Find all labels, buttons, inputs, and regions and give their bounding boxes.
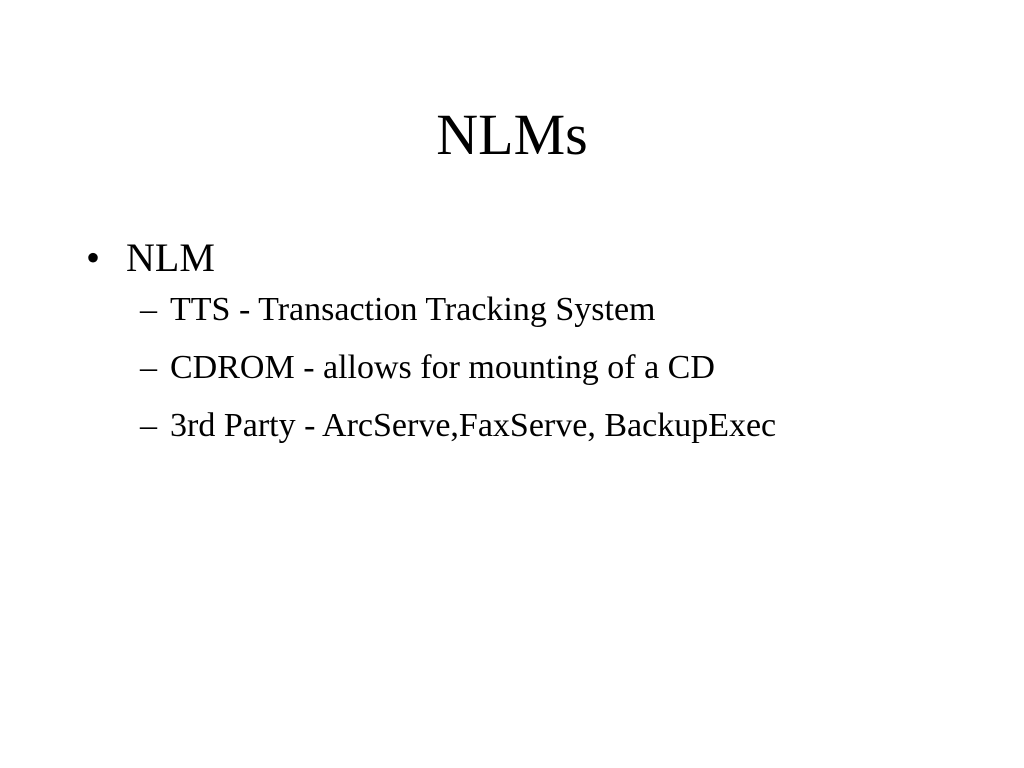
bullet-text: NLM bbox=[126, 235, 215, 280]
dash-icon: – bbox=[140, 291, 157, 328]
slide-title: NLMs bbox=[436, 102, 588, 167]
sub-bullet-item: –3rd Party - ArcServe,FaxServe, BackupEx… bbox=[140, 406, 776, 446]
bullet-dot-icon: • bbox=[86, 235, 101, 280]
sub-bullet-text: CDROM - allows for mounting of a CD bbox=[170, 349, 715, 386]
sub-bullet-item: –CDROM - allows for mounting of a CD bbox=[140, 348, 776, 388]
sub-bullet-text: 3rd Party - ArcServe,FaxServe, BackupExe… bbox=[170, 407, 777, 444]
bullet-list: • NLM –TTS - Transaction Tracking System … bbox=[86, 232, 776, 464]
bullet-item: • NLM –TTS - Transaction Tracking System … bbox=[86, 232, 776, 446]
dash-icon: – bbox=[140, 349, 157, 386]
sub-bullet-list: –TTS - Transaction Tracking System –CDRO… bbox=[86, 290, 776, 446]
sub-bullet-item: –TTS - Transaction Tracking System bbox=[140, 290, 776, 330]
dash-icon: – bbox=[140, 407, 157, 444]
sub-bullet-text: TTS - Transaction Tracking System bbox=[170, 291, 656, 328]
